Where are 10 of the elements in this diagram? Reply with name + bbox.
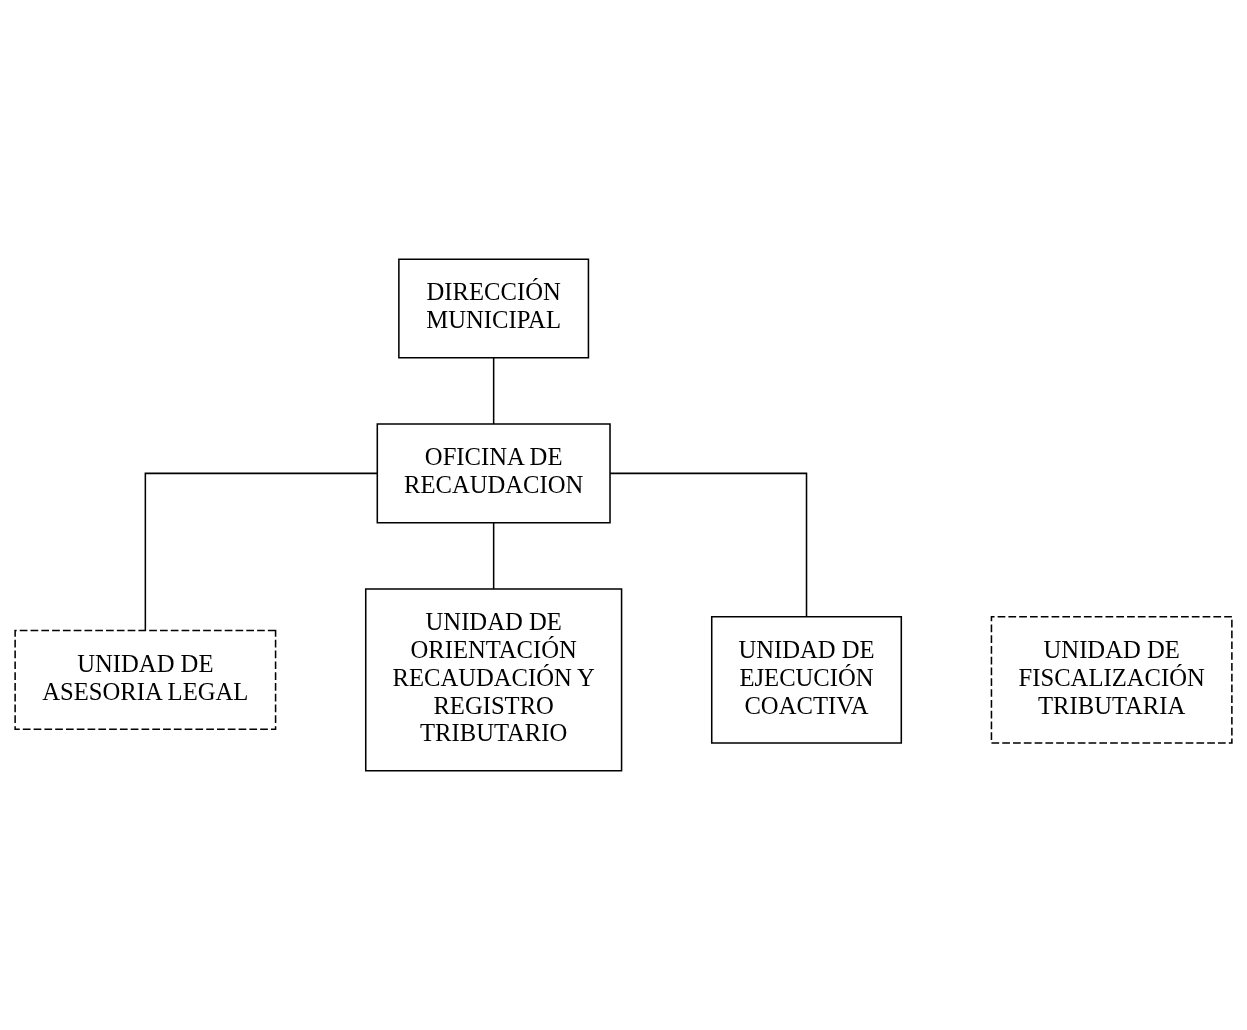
node-box: DIRECCIÓN MUNICIPAL [398,258,590,359]
node-box: UNIDAD DE FISCALIZACIÓN TRIBUTARIA [990,615,1233,744]
connector [144,472,378,632]
connector [609,472,808,618]
node-box: UNIDAD DE EJECUCIÓN COACTIVA [710,615,903,744]
node-box: UNIDAD DE ASESORIA LEGAL [14,629,277,730]
connector [492,357,495,425]
node-box: OFICINA DE RECAUDACION [376,423,611,524]
connector [492,522,495,590]
node-box: UNIDAD DE ORIENTACIÓN RECAUDACIÓN Y REGISTRO TRIBUTARIO [364,588,623,772]
